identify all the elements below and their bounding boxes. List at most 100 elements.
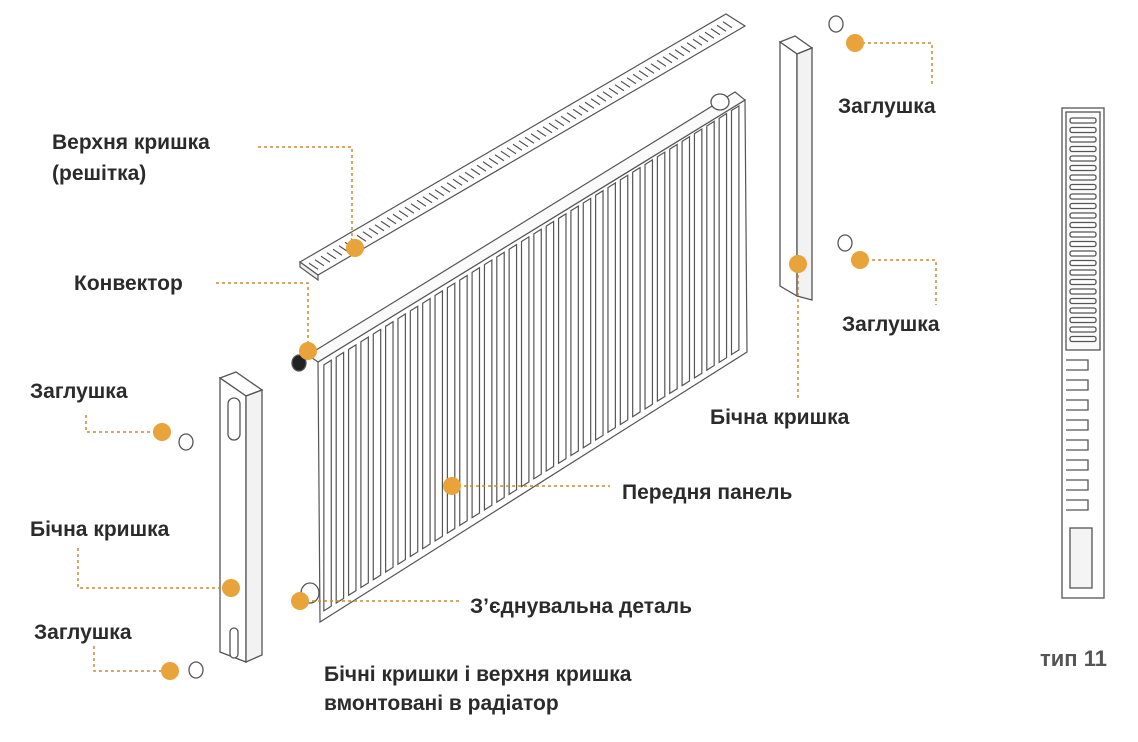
panel-rib bbox=[446, 282, 456, 535]
top-cover-label-line1: Верхня кришка bbox=[52, 131, 210, 154]
section-fin-top bbox=[1069, 164, 1097, 172]
section-fin-bottom bbox=[1066, 439, 1089, 451]
panel-rib bbox=[656, 151, 666, 403]
grille-slot bbox=[386, 217, 397, 225]
grille-slot bbox=[620, 80, 631, 88]
section-fin-bottom bbox=[1066, 479, 1089, 491]
grille-slot bbox=[434, 189, 445, 197]
section-fin-top bbox=[1069, 316, 1097, 324]
plug-right-lower-label: Заглушка bbox=[842, 313, 940, 336]
convector-label: Конвектор bbox=[74, 272, 183, 295]
grille-slot bbox=[494, 154, 505, 162]
grille-slot bbox=[716, 24, 727, 32]
panel-rib bbox=[471, 266, 481, 519]
grille-slot bbox=[506, 147, 517, 155]
plugs-drawing bbox=[178, 15, 853, 679]
grille-slot bbox=[308, 262, 319, 270]
section-fin-top bbox=[1069, 250, 1097, 257]
grille-slot bbox=[392, 213, 403, 221]
type-label: тип 11 bbox=[1040, 646, 1107, 671]
grille-slot bbox=[362, 231, 373, 239]
grille-slot bbox=[404, 206, 415, 214]
section-fin-top bbox=[1069, 278, 1097, 286]
grille-slot bbox=[470, 168, 481, 176]
grille-slot bbox=[704, 31, 715, 39]
grille-slot bbox=[398, 210, 409, 218]
section-fin-top bbox=[1069, 307, 1097, 314]
section-fin-bottom bbox=[1066, 499, 1089, 511]
side-cover-left-label: Бічна кришка bbox=[30, 518, 170, 541]
panel-rib bbox=[681, 135, 691, 387]
panel-rib bbox=[730, 104, 740, 356]
section-fin-top bbox=[1069, 326, 1097, 333]
section-fin-top bbox=[1069, 297, 1097, 305]
grille-slot bbox=[668, 52, 679, 60]
grille-slot bbox=[680, 45, 691, 53]
section-fin-top bbox=[1069, 183, 1097, 191]
panel-rib bbox=[607, 181, 616, 434]
cross-section-drawing bbox=[1061, 107, 1105, 599]
panel-rib bbox=[706, 120, 715, 372]
grille-slot bbox=[476, 164, 487, 172]
grille-slot bbox=[722, 21, 733, 29]
section-fin-top bbox=[1069, 269, 1097, 276]
top-grille-drawing bbox=[298, 13, 747, 282]
grille-slot bbox=[578, 105, 589, 113]
grille-slot bbox=[650, 63, 661, 71]
section-fin-bottom bbox=[1066, 379, 1089, 391]
marker-plug-left-upper bbox=[153, 423, 171, 441]
grille-slot bbox=[446, 182, 457, 190]
panel-rib bbox=[595, 189, 604, 442]
panel-rib bbox=[508, 243, 518, 496]
grille-slot bbox=[458, 175, 469, 183]
grille-slot bbox=[428, 192, 439, 200]
grille-slot bbox=[674, 49, 685, 57]
grille-slot bbox=[464, 171, 475, 179]
section-fin-top bbox=[1069, 335, 1097, 343]
marker-top-cover bbox=[346, 239, 364, 257]
section-fin-top bbox=[1069, 145, 1097, 153]
grille-slot bbox=[638, 70, 649, 78]
footnote-line2: вмонтовані в радіатор bbox=[324, 692, 559, 715]
section-fin-bottom bbox=[1066, 399, 1089, 411]
grille-slot bbox=[686, 42, 697, 50]
side-cover-right-label: Бічна кришка bbox=[710, 406, 850, 429]
markers bbox=[153, 34, 869, 680]
panel-rib bbox=[545, 220, 555, 473]
grille-slot bbox=[530, 133, 541, 141]
panel-rib bbox=[323, 359, 332, 612]
marker-plug-right-upper bbox=[846, 34, 864, 52]
grille-slot bbox=[554, 119, 565, 127]
panel-rib bbox=[644, 158, 654, 411]
right-side-cover-drawing bbox=[778, 35, 814, 301]
grille-slot bbox=[548, 122, 559, 130]
grille-slot bbox=[560, 115, 571, 123]
panel-rib bbox=[459, 274, 468, 527]
marker-side-cover-left bbox=[222, 579, 240, 597]
panel-rib bbox=[570, 205, 579, 457]
grille-slot bbox=[500, 150, 511, 158]
section-fin-top bbox=[1069, 126, 1097, 134]
section-fin-bottom bbox=[1066, 359, 1089, 371]
panel-rib bbox=[347, 343, 357, 597]
grille-slot bbox=[584, 101, 595, 109]
section-fin-top bbox=[1069, 202, 1097, 210]
left-side-cover-drawing bbox=[218, 371, 264, 663]
panel-rib bbox=[619, 174, 629, 426]
panel-rib bbox=[397, 312, 406, 566]
panel-rib bbox=[520, 235, 530, 488]
grille-slot bbox=[656, 59, 667, 67]
panel-rib bbox=[372, 328, 382, 581]
grille-slot bbox=[596, 94, 607, 102]
grille-slot bbox=[566, 112, 577, 120]
front-panel-label: Передня панель bbox=[622, 481, 793, 504]
marker-front-panel bbox=[443, 477, 461, 495]
grille-slot bbox=[356, 234, 367, 242]
panel-rib bbox=[385, 320, 394, 574]
section-fin-top bbox=[1069, 136, 1097, 143]
grille-slot bbox=[536, 129, 547, 137]
panel-rib bbox=[409, 305, 419, 558]
section-fin-top bbox=[1069, 259, 1097, 267]
section-fin-bottom bbox=[1066, 459, 1089, 471]
